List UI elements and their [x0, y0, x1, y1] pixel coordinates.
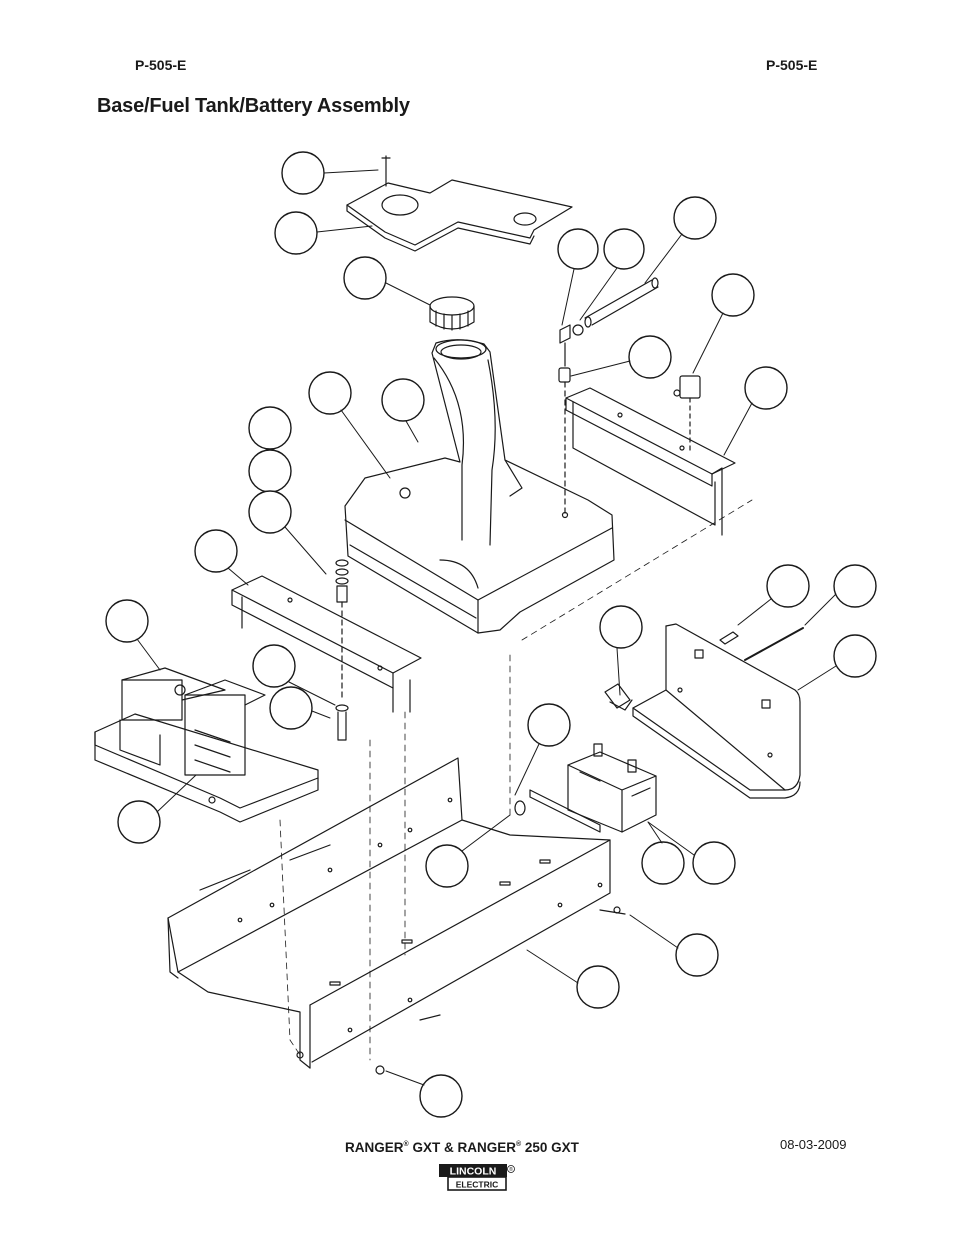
callout-balloon [766, 564, 810, 608]
page-code-right: P-505-E [766, 57, 818, 73]
svg-text:®: ® [509, 1166, 513, 1173]
fuel-tank [344, 339, 615, 634]
callout-balloon [675, 933, 719, 977]
callout-balloon [603, 228, 645, 270]
callout-balloon [599, 605, 643, 649]
callout-balloon [281, 151, 325, 195]
page-code-left: P-505-E [135, 57, 187, 73]
callout-balloon [711, 273, 755, 317]
logo-top-text: LINCOLN [450, 1166, 497, 1178]
callout-balloons [105, 151, 877, 1118]
fuel-hose [558, 277, 659, 516]
logo-bottom-text: ELECTRIC [456, 1180, 499, 1190]
callout-balloon [381, 378, 425, 422]
callout-balloon [527, 703, 571, 747]
footer-product-name: RANGER® GXT & RANGER® 250 GXT [345, 1140, 579, 1155]
callout-balloon [343, 256, 387, 300]
callout-balloon [248, 406, 292, 450]
left-tank-bracket [231, 559, 422, 741]
footer-date: 08-03-2009 [780, 1137, 847, 1152]
callout-balloon [248, 449, 292, 493]
callout-balloon [641, 841, 685, 885]
callout-balloon [833, 634, 877, 678]
leader-lines [136, 169, 837, 1086]
right-tank-bracket [565, 375, 736, 536]
battery [567, 743, 657, 833]
callout-balloon [744, 366, 788, 410]
reactor-assembly [94, 667, 319, 823]
callout-balloon [628, 335, 672, 379]
lincoln-electric-logo: LINCOLN ELECTRIC ® [439, 1164, 515, 1191]
callout-balloon [252, 644, 296, 688]
callout-balloon [833, 564, 877, 608]
fuel-cap [429, 296, 475, 331]
callout-balloon [248, 490, 292, 534]
battery-tray [604, 623, 804, 799]
callout-balloon [269, 686, 313, 730]
top-cover-plate [346, 155, 573, 252]
callout-balloon [425, 844, 469, 888]
callout-balloon [274, 211, 318, 255]
callout-balloon [557, 228, 599, 270]
page-title: Base/Fuel Tank/Battery Assembly [97, 95, 410, 117]
callout-balloon [692, 841, 736, 885]
battery-hold-down [514, 789, 601, 833]
base-frame [167, 757, 626, 1075]
callout-balloon [673, 196, 717, 240]
callout-balloon [308, 371, 352, 415]
callout-balloon [576, 965, 620, 1009]
callout-balloon [419, 1074, 463, 1118]
callout-balloon [105, 599, 149, 643]
callout-balloon [117, 800, 161, 844]
centerlines [279, 499, 753, 1061]
callout-balloon [194, 529, 238, 573]
